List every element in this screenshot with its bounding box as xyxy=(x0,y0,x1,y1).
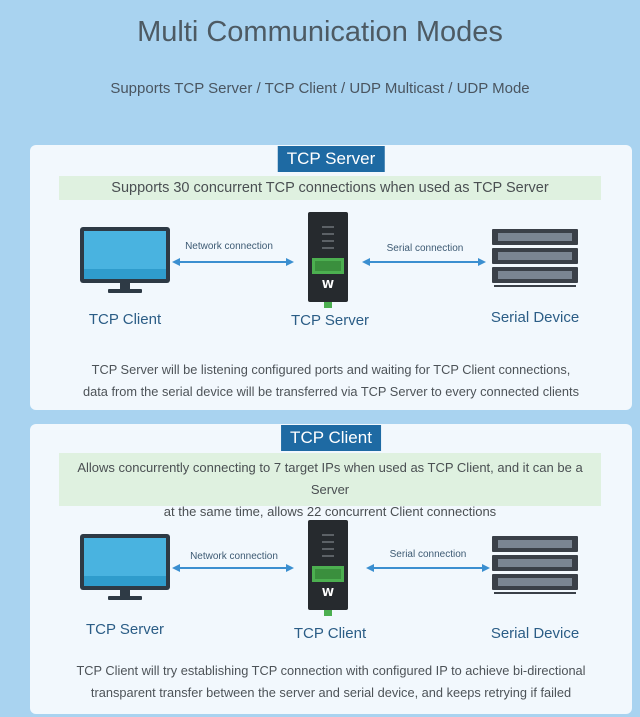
network-arrow-icon xyxy=(172,564,294,572)
panel-bar: Supports 30 concurrent TCP connections w… xyxy=(59,176,601,200)
network-connection-label: Network connection xyxy=(190,551,278,562)
server-rack-icon xyxy=(492,229,578,287)
panel-description: TCP Client will try establishing TCP con… xyxy=(30,660,632,704)
monitor-icon xyxy=(80,227,170,293)
left-node-label: TCP Server xyxy=(85,621,165,638)
network-arrow-icon xyxy=(172,258,294,266)
panel-description-line-2: data from the serial device will be tran… xyxy=(83,384,579,399)
monitor-icon xyxy=(80,534,170,600)
panel-bar-line-1: Allows concurrently connecting to 7 targ… xyxy=(77,460,583,497)
page-title: Multi Communication Modes xyxy=(137,16,503,48)
panel-description: TCP Server will be listening configured … xyxy=(30,359,632,403)
panel-description-line-1: TCP Client will try establishing TCP con… xyxy=(76,663,586,678)
connection-diagram: W xyxy=(80,212,578,308)
network-connection-label: Network connection xyxy=(185,241,273,252)
left-node-label: TCP Client xyxy=(88,311,162,328)
panel-bar-line-2: at the same time, allows 22 concurrent C… xyxy=(163,504,497,519)
right-node-label: Serial Device xyxy=(490,309,580,326)
panel-bar-line-1: Supports 30 concurrent TCP connections w… xyxy=(111,180,549,196)
center-node-label: TCP Client xyxy=(293,625,367,642)
serial-arrow-icon xyxy=(366,564,490,572)
serial-connection-label: Serial connection xyxy=(386,243,464,254)
panel-tcp-server: TCP Server Supports 30 concurrent TCP co… xyxy=(30,145,632,410)
serial-connection-label: Serial connection xyxy=(389,549,467,560)
panel-bar: Allows concurrently connecting to 7 targ… xyxy=(59,453,601,519)
svg-text:W: W xyxy=(322,278,334,291)
device-icon: W xyxy=(308,520,348,616)
panel-tcp-client: TCP Client Allows concurrently connectin… xyxy=(30,424,632,714)
panel-title: TCP Server xyxy=(277,146,385,172)
right-node-label: Serial Device xyxy=(490,625,580,642)
serial-arrow-icon xyxy=(362,258,486,266)
svg-text:W: W xyxy=(322,586,334,599)
panel-description-line-2: transparent transfer between the server … xyxy=(90,685,572,700)
center-node-label: TCP Server xyxy=(290,312,370,329)
panel-title: TCP Client xyxy=(281,425,381,451)
panel-description-line-1: TCP Server will be listening configured … xyxy=(91,362,571,377)
server-rack-icon xyxy=(492,536,578,594)
device-icon: W xyxy=(308,212,348,308)
connection-diagram: W xyxy=(80,520,578,616)
page-subtitle: Supports TCP Server / TCP Client / UDP M… xyxy=(110,80,530,97)
